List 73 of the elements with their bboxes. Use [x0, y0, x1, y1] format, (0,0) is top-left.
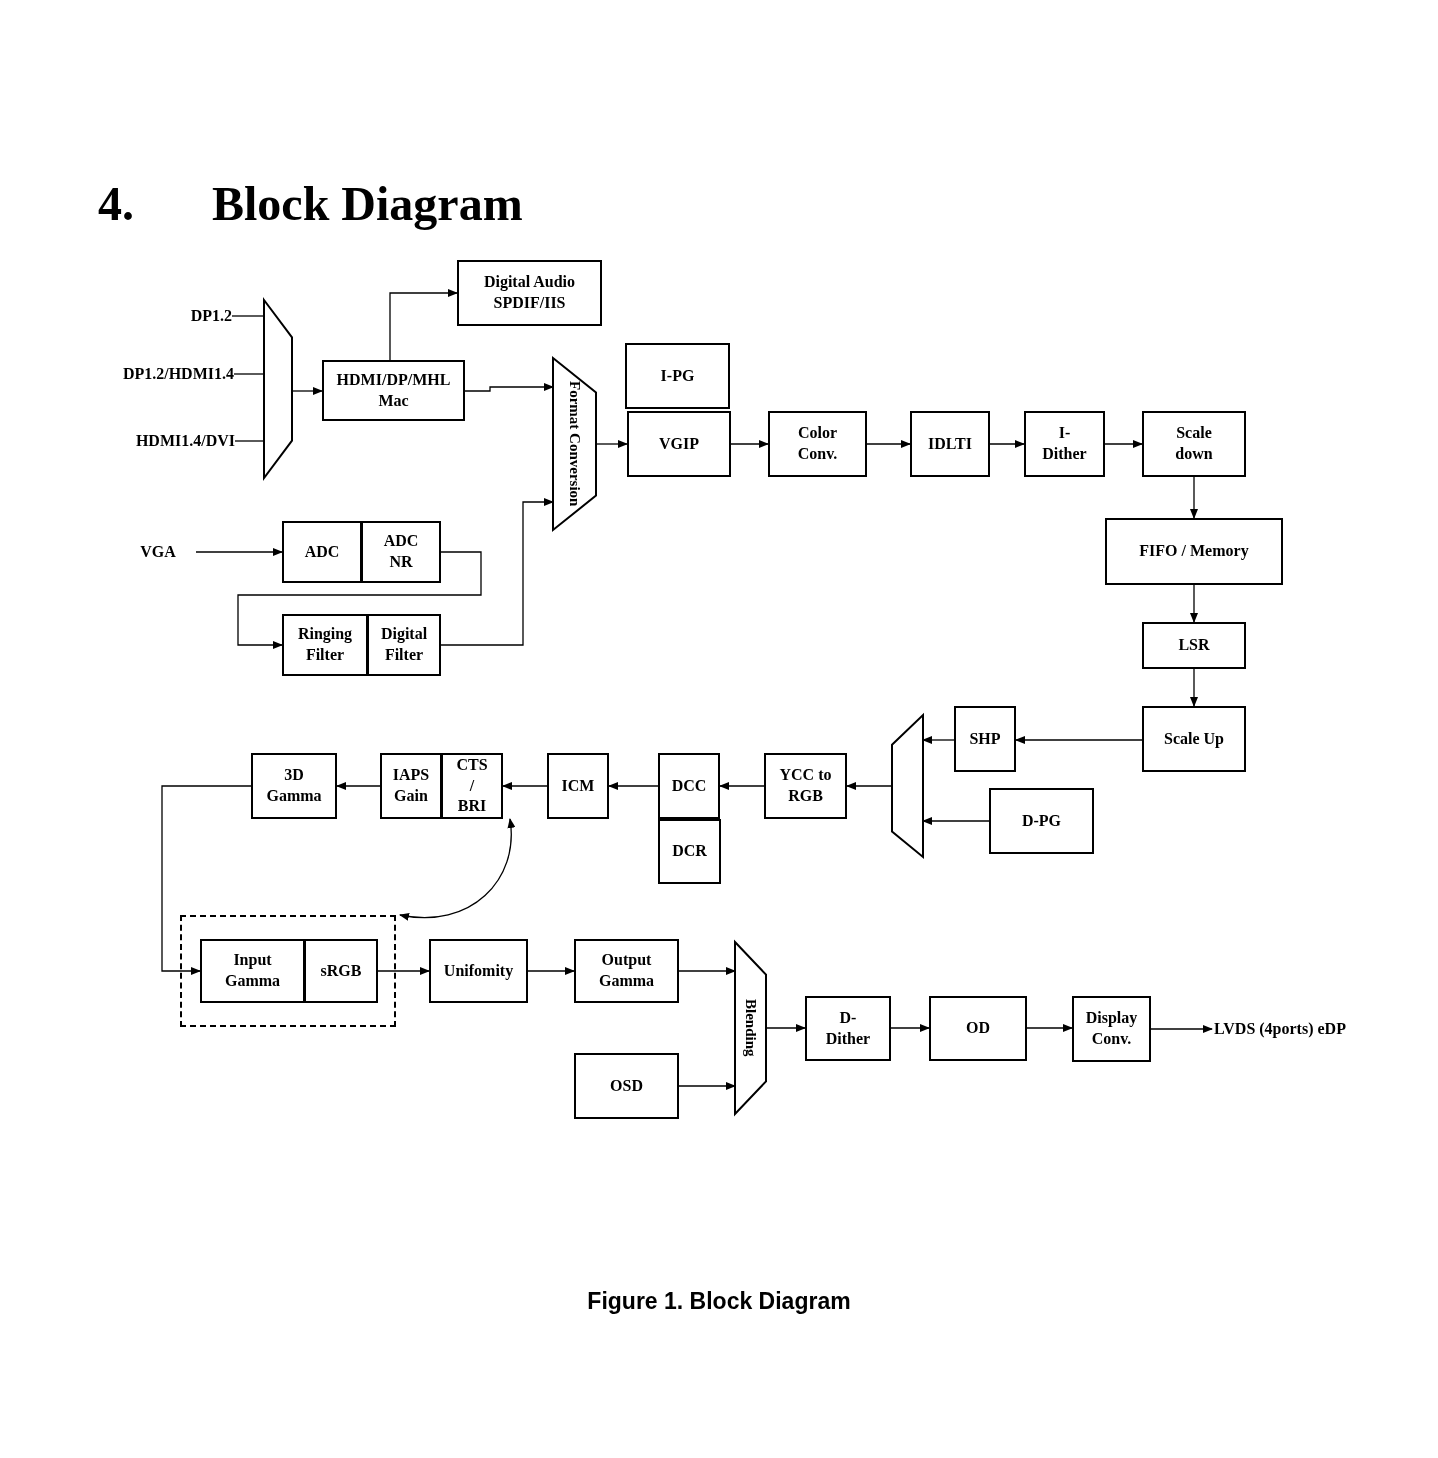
arrow: [678, 967, 736, 975]
signal-label: LVDS (4ports) eDP: [1212, 1008, 1348, 1050]
arrow: [377, 967, 430, 975]
process-box: I-PG: [625, 343, 730, 409]
arrow: [502, 782, 548, 790]
process-box: VGIP: [627, 411, 731, 477]
arrow: [195, 548, 283, 556]
arrow: [237, 551, 482, 649]
process-box: Digital Audio SPDIF/IIS: [457, 260, 602, 326]
process-box: OD: [929, 996, 1027, 1061]
arrow: [161, 785, 252, 975]
arrow: [866, 440, 911, 448]
arrow: [730, 440, 769, 448]
process-box: SHP: [954, 706, 1016, 772]
figure-caption: Figure 1. Block Diagram: [586, 1287, 852, 1316]
process-box: D-PG: [989, 788, 1094, 854]
arrow: [1150, 1025, 1213, 1033]
process-box: DCC: [658, 753, 720, 819]
connector-line: [234, 440, 265, 442]
process-box: Input Gamma: [200, 939, 305, 1003]
arrow: [399, 818, 515, 921]
process-box: Scale down: [1142, 411, 1246, 477]
process-box: Output Gamma: [574, 939, 679, 1003]
process-box: OSD: [574, 1053, 679, 1119]
process-box: HDMI/DP/MHL Mac: [322, 360, 465, 421]
arrow: [678, 1082, 736, 1090]
process-box: Scale Up: [1142, 706, 1246, 772]
arrow: [440, 498, 554, 646]
dashed-group-box: [180, 915, 396, 1027]
arrow: [989, 440, 1025, 448]
signal-label: DP1.2/HDMI1.4: [92, 362, 234, 386]
arrow: [1190, 668, 1198, 707]
process-box: Ringing Filter: [282, 614, 368, 676]
connector-line: [233, 373, 265, 375]
arrow: [1026, 1024, 1073, 1032]
connector-line: [231, 315, 265, 317]
arrow: [719, 782, 765, 790]
process-box: 3D Gamma: [251, 753, 337, 819]
process-box: ADC: [282, 521, 362, 583]
process-box: FIFO / Memory: [1105, 518, 1283, 585]
arrow: [608, 782, 659, 790]
arrow: [890, 1024, 930, 1032]
process-box: sRGB: [304, 939, 378, 1003]
arrow: [846, 782, 893, 790]
block-label: Blending: [743, 999, 758, 1057]
arrow: [389, 289, 458, 361]
process-box: Color Conv.: [768, 411, 867, 477]
arrow: [1104, 440, 1143, 448]
page-title: Block Diagram: [212, 176, 523, 232]
process-box: LSR: [1142, 622, 1246, 669]
process-box: ICM: [547, 753, 609, 819]
process-box: I-Dither: [1024, 411, 1105, 477]
arrow: [1190, 476, 1198, 519]
signal-label: DP1.2: [92, 304, 232, 328]
process-box: IAPS Gain: [380, 753, 442, 819]
process-box: DCR: [658, 819, 721, 884]
signal-label: HDMI1.4/DVI: [95, 429, 235, 453]
arrow: [464, 383, 554, 392]
process-box: Digital Filter: [367, 614, 441, 676]
process-box: YCC to RGB: [764, 753, 847, 819]
block-label: Format Conversion: [567, 381, 582, 507]
arrow: [1190, 584, 1198, 623]
section-number: 4.: [98, 176, 134, 232]
process-box: ADC NR: [361, 521, 441, 583]
process-box: CTS / BRI: [441, 753, 503, 819]
arrow: [527, 967, 575, 975]
signal-label: VGA: [120, 540, 196, 564]
process-box: Display Conv.: [1072, 996, 1151, 1062]
process-box: IDLTI: [910, 411, 990, 477]
process-box: D-Dither: [805, 996, 891, 1061]
process-box: Unifomity: [429, 939, 528, 1003]
arrow: [1015, 736, 1143, 744]
arrow: [336, 782, 381, 790]
